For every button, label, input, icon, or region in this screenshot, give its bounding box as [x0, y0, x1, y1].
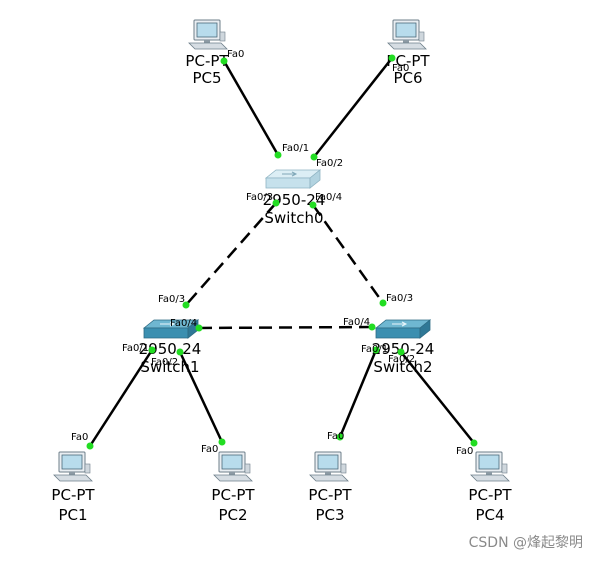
device-pc6[interactable]: PC-PT PC6 [386, 19, 430, 87]
port-indicator [310, 153, 318, 161]
port-indicator [218, 438, 226, 446]
port-indicator [86, 442, 94, 450]
device-switch2[interactable]: 2950-24 Switch2 [372, 319, 435, 376]
device-pc2[interactable]: PC-PT PC2 [211, 451, 255, 524]
port-label-sw1-fa0-2: Fa0/2 [151, 357, 178, 368]
device-name-label: Switch1 [140, 358, 199, 376]
port-label-sw1-fa0-4: Fa0/4 [170, 318, 197, 329]
port-label-sw0-fa0-2: Fa0/2 [316, 158, 343, 169]
pc-icon [309, 451, 349, 482]
device-model-label: PC-PT [51, 486, 95, 504]
port-label-sw0-fa0-1: Fa0/1 [282, 143, 309, 154]
port-label-sw2-fa0-2: Fa0/2 [388, 354, 415, 365]
device-model-label: PC-PT [468, 486, 512, 504]
port-label-sw1-fa0-3: Fa0/3 [158, 294, 185, 305]
port-indicator [470, 439, 478, 447]
device-name-label: Switch0 [264, 209, 323, 227]
device-model-label: PC-PT [185, 52, 229, 70]
port-label-sw2-fa0-1: Fa0/1 [361, 344, 388, 355]
port-indicator [309, 201, 317, 209]
device-switch1[interactable]: 2950-24 Switch1 [139, 319, 202, 376]
port-indicator [272, 199, 280, 207]
port-indicator [372, 346, 380, 354]
link-pc6-switch0[interactable] [313, 57, 393, 158]
port-label-sw2-fa0-4: Fa0/4 [343, 317, 370, 328]
pc-icon [188, 19, 228, 50]
port-indicator [336, 433, 344, 441]
port-indicator [195, 324, 203, 332]
device-pc3[interactable]: PC-PT PC3 [308, 451, 352, 524]
port-label-sw0-fa0-3: Fa0/3 [246, 192, 273, 203]
port-label-pc3-fa0: Fa0 [327, 431, 344, 442]
port-indicator [148, 346, 156, 354]
port-indicator [176, 348, 184, 356]
link-switch1-pc1[interactable] [88, 349, 154, 447]
device-name-label: PC1 [58, 506, 87, 524]
port-label-pc2-fa0: Fa0 [201, 444, 218, 455]
port-indicator [379, 299, 387, 307]
device-model-label: PC-PT [308, 486, 352, 504]
device-pc5[interactable]: PC-PT PC5 [185, 19, 229, 87]
link-switch2-pc4[interactable] [400, 351, 475, 444]
port-indicator [220, 57, 228, 65]
port-label-sw1-fa0-1: Fa0/1 [122, 343, 149, 354]
device-name-label: PC4 [475, 506, 504, 524]
port-indicator [388, 54, 396, 62]
port-label-sw0-fa0-4: Fa0/4 [315, 192, 342, 203]
port-label-pc5-fa0: Fa0 [227, 49, 244, 60]
switch-icon [265, 169, 321, 189]
link-switch0-switch1[interactable] [185, 202, 277, 306]
device-model-label: 2950-24 [372, 340, 435, 358]
pc-icon [470, 451, 510, 482]
port-labels: Fa0 Fa0 Fa0/1 Fa0/2 Fa0/3 Fa0/4 Fa0/3 Fa… [71, 49, 473, 457]
device-name-label: PC2 [218, 506, 247, 524]
device-pc1[interactable]: PC-PT PC1 [51, 451, 95, 524]
link-switch1-pc2[interactable] [178, 351, 224, 443]
port-label-pc1-fa0: Fa0 [71, 432, 88, 443]
port-indicators [86, 54, 478, 450]
link-switch1-switch2[interactable] [198, 325, 373, 330]
device-model-label: 2950-24 [139, 340, 202, 358]
link-pc5-switch0[interactable] [222, 60, 280, 156]
port-label-pc6-fa0: Fa0 [392, 63, 409, 74]
device-name-label: PC3 [315, 506, 344, 524]
port-indicator [274, 151, 282, 159]
pc-icon [387, 19, 427, 50]
port-indicator [397, 348, 405, 356]
pc-icon [213, 451, 253, 482]
link-switch2-pc3[interactable] [338, 349, 378, 438]
device-model-label: PC-PT [386, 52, 430, 70]
device-name-label: PC5 [192, 69, 221, 87]
pc-icon [53, 451, 93, 482]
device-model-label: PC-PT [211, 486, 255, 504]
device-pc4[interactable]: PC-PT PC4 [468, 451, 512, 524]
port-label-sw2-fa0-3: Fa0/3 [386, 293, 413, 304]
switch-icon [375, 319, 431, 339]
links [88, 57, 475, 447]
port-indicator [182, 301, 190, 309]
port-indicator [368, 323, 376, 331]
port-label-pc4-fa0: Fa0 [456, 446, 473, 457]
device-name-label: Switch2 [373, 358, 432, 376]
link-switch0-switch2[interactable] [311, 204, 385, 304]
device-name-label: PC6 [393, 69, 422, 87]
watermark-text: CSDN @烽起黎明 [468, 535, 583, 551]
